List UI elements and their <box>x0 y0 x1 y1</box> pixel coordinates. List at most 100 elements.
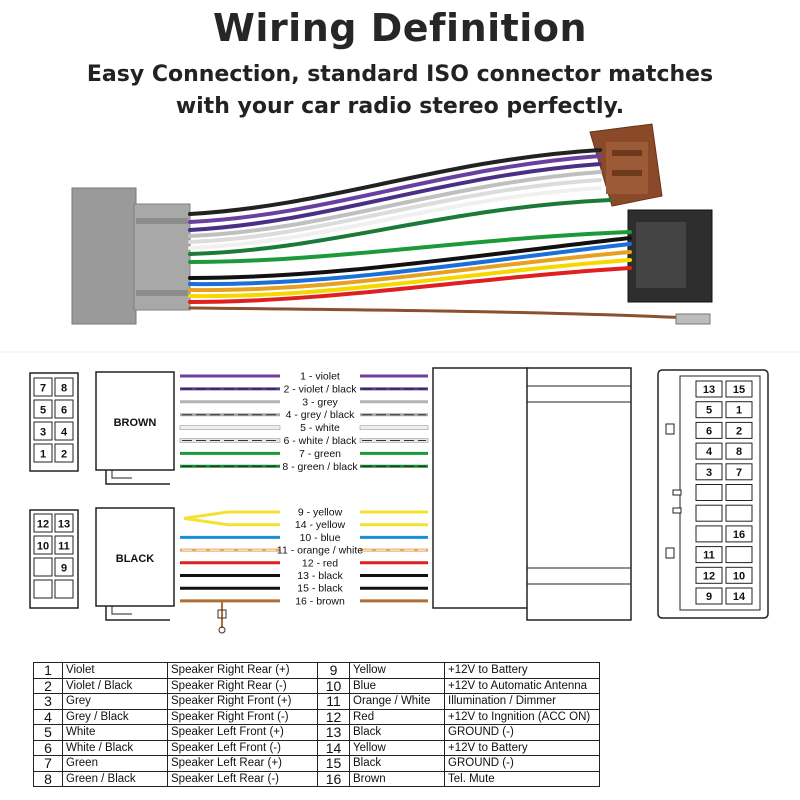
table-cell-f1: Speaker Right Rear (+) <box>167 662 318 679</box>
black-pin <box>33 513 53 533</box>
brown-wire-label: 2 - violet / black <box>284 383 358 395</box>
oem-pin-number: 10 <box>733 570 745 582</box>
black-wire: 13 - black <box>180 570 428 582</box>
oem-pin-number: 3 <box>706 467 712 479</box>
oem-pin-number: 8 <box>736 446 742 458</box>
table-cell-f2: Tel. Mute <box>444 770 600 787</box>
black-wire-label: 15 - black <box>297 583 343 595</box>
black-pin-number: 12 <box>37 519 49 531</box>
table-cell-f1: Speaker Right Front (-) <box>167 708 318 725</box>
black-wire-label: 14 - yellow <box>295 519 346 531</box>
brown-wire-label: 5 - white <box>300 422 340 434</box>
black-wire: 12 - red <box>180 557 428 569</box>
table-cell-n2: 11 <box>317 693 350 710</box>
black-wire-label: 9 - yellow <box>298 507 343 519</box>
brown-wire: 5 - white <box>179 422 429 434</box>
brown-wire: 4 - grey / black <box>180 409 428 421</box>
black-pin-number: 9 <box>61 563 67 575</box>
brown-pin <box>33 443 53 463</box>
black-wire-label: 11 - orange / white <box>277 545 363 557</box>
table-cell-n1: 1 <box>33 662 63 679</box>
table-cell-n1: 2 <box>33 677 63 694</box>
table-cell-n1: 7 <box>33 755 63 772</box>
table-cell-c2: Black <box>349 755 445 772</box>
table-cell-c1: White / Black <box>62 739 168 756</box>
oem-pin-number: 5 <box>706 405 712 417</box>
black-wire-label: 12 - red <box>302 557 338 569</box>
table-cell-c1: Grey / Black <box>62 708 168 725</box>
brown-connector-label: BROWN <box>114 417 157 429</box>
table-cell-n1: 8 <box>33 770 63 787</box>
table-cell-f1: Speaker Left Rear (-) <box>167 770 318 787</box>
brown-pin <box>33 377 53 397</box>
oem-pin <box>725 587 753 605</box>
oem-pin-number: 7 <box>736 467 742 479</box>
oem-pin <box>725 442 753 460</box>
mute-terminal <box>217 600 227 634</box>
table-cell-c1: White <box>62 724 168 741</box>
brown-pin-number: 7 <box>40 383 46 395</box>
brown-wire-label: 7 - green <box>299 448 341 460</box>
black-wire-label: 13 - black <box>297 570 343 582</box>
table-cell-c2: Brown <box>349 770 445 787</box>
table-cell-f1: Speaker Left Front (+) <box>167 724 318 741</box>
black-pin-number: 13 <box>58 519 70 531</box>
brown-pin-number: 6 <box>61 405 67 417</box>
table-cell-n2: 13 <box>317 724 350 741</box>
table-cell-c2: Yellow <box>349 739 445 756</box>
table-cell-n2: 10 <box>317 677 350 694</box>
brown-wire: 7 - green <box>180 448 428 460</box>
oem-pin <box>725 504 753 522</box>
black-wire: 16 - brown <box>180 595 428 607</box>
black-pin <box>54 535 74 555</box>
table-cell-n1: 5 <box>33 724 63 741</box>
black-pin <box>54 579 74 599</box>
table-cell-f1: Speaker Right Rear (-) <box>167 677 318 694</box>
oem-pin-number: 6 <box>706 425 712 437</box>
harness-photo <box>71 123 713 325</box>
iso-brown-connector-illustration <box>589 123 663 207</box>
table-cell-n1: 4 <box>33 708 63 725</box>
brown-pin-number: 5 <box>40 405 46 417</box>
table-cell-f2: +12V to Automatic Antenna <box>444 677 600 694</box>
table-cell-n2: 16 <box>317 770 350 787</box>
black-pin-number: 11 <box>58 541 70 553</box>
oem-pin-number: 9 <box>706 591 712 603</box>
oem-pin <box>695 484 723 501</box>
black-wire: 14 - yellow <box>183 516 428 531</box>
table-cell-c1: Green <box>62 755 168 772</box>
table-cell-n2: 15 <box>317 755 350 772</box>
oem-pin <box>695 401 723 419</box>
brown-wire: 8 - green / black <box>180 461 428 473</box>
oem-pin <box>695 442 723 460</box>
black-wire: 11 - orange / white <box>180 545 428 557</box>
black-pin <box>54 513 74 533</box>
oem-connector-illustration <box>71 187 191 325</box>
brown-connector-body: BROWN <box>95 371 175 485</box>
black-wire-label: 16 - brown <box>295 595 345 607</box>
oem-pin <box>695 546 723 564</box>
black-connector-body: BLACK <box>95 507 175 621</box>
oem-pin <box>695 421 723 439</box>
brown-wire-label: 8 - green / black <box>282 461 358 473</box>
oem-pin-number: 2 <box>736 425 742 437</box>
oem-pin-number: 13 <box>703 384 715 396</box>
oem-pin <box>695 380 723 398</box>
table-cell-n2: 12 <box>317 708 350 725</box>
oem-pin-number: 14 <box>733 591 746 603</box>
oem-pin <box>725 463 753 481</box>
black-connector-label: BLACK <box>116 553 155 565</box>
oem-pin-number: 11 <box>703 550 715 562</box>
black-pin <box>54 557 74 577</box>
table-cell-c1: Violet <box>62 662 168 679</box>
black-wire: 9 - yellow <box>183 507 428 520</box>
